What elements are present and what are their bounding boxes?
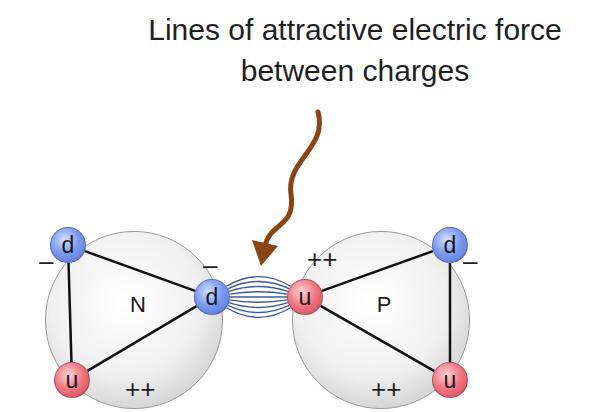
quark-bond-line [69, 263, 72, 362]
quark-label: d [444, 234, 457, 257]
quark-bond-line [321, 306, 435, 371]
field-line [228, 281, 289, 288]
quark-bond-line [87, 306, 196, 371]
quark-circle: d [50, 227, 86, 263]
field-line [230, 300, 287, 302]
quark-label: d [206, 286, 219, 309]
charge-sign: ++ [307, 244, 337, 275]
charge-sign: – [39, 246, 53, 277]
field-line [229, 287, 288, 292]
quark-label: u [444, 369, 457, 392]
nucleon-label: N [130, 294, 146, 316]
quark-label: u [299, 286, 312, 309]
field-line [230, 296, 287, 297]
field-line [228, 305, 289, 312]
charge-sign: – [203, 250, 217, 281]
callout-text: Lines of attractive electric force betwe… [115, 10, 595, 91]
field-line [229, 303, 288, 308]
charge-sign: ++ [125, 374, 155, 405]
quark-circle: d [432, 227, 468, 263]
quark-bond-line [322, 251, 433, 291]
charge-sign: ++ [371, 374, 401, 405]
quark-circle: d [194, 279, 230, 315]
quark-circle: u [432, 362, 468, 398]
nucleon-label: P [377, 294, 392, 316]
callout-arrow [265, 112, 320, 246]
quark-circle: u [54, 362, 90, 398]
callout-arrowhead [252, 240, 278, 266]
field-line [230, 292, 287, 294]
quark-bond-line [449, 263, 452, 362]
field-line [226, 308, 290, 318]
quark-label: u [66, 369, 79, 392]
field-lines [226, 277, 290, 318]
quark-label: d [62, 234, 75, 257]
quark-circle: u [287, 279, 323, 315]
quark-bond-line [85, 251, 195, 291]
field-line [226, 277, 290, 287]
charge-sign: – [463, 246, 477, 277]
